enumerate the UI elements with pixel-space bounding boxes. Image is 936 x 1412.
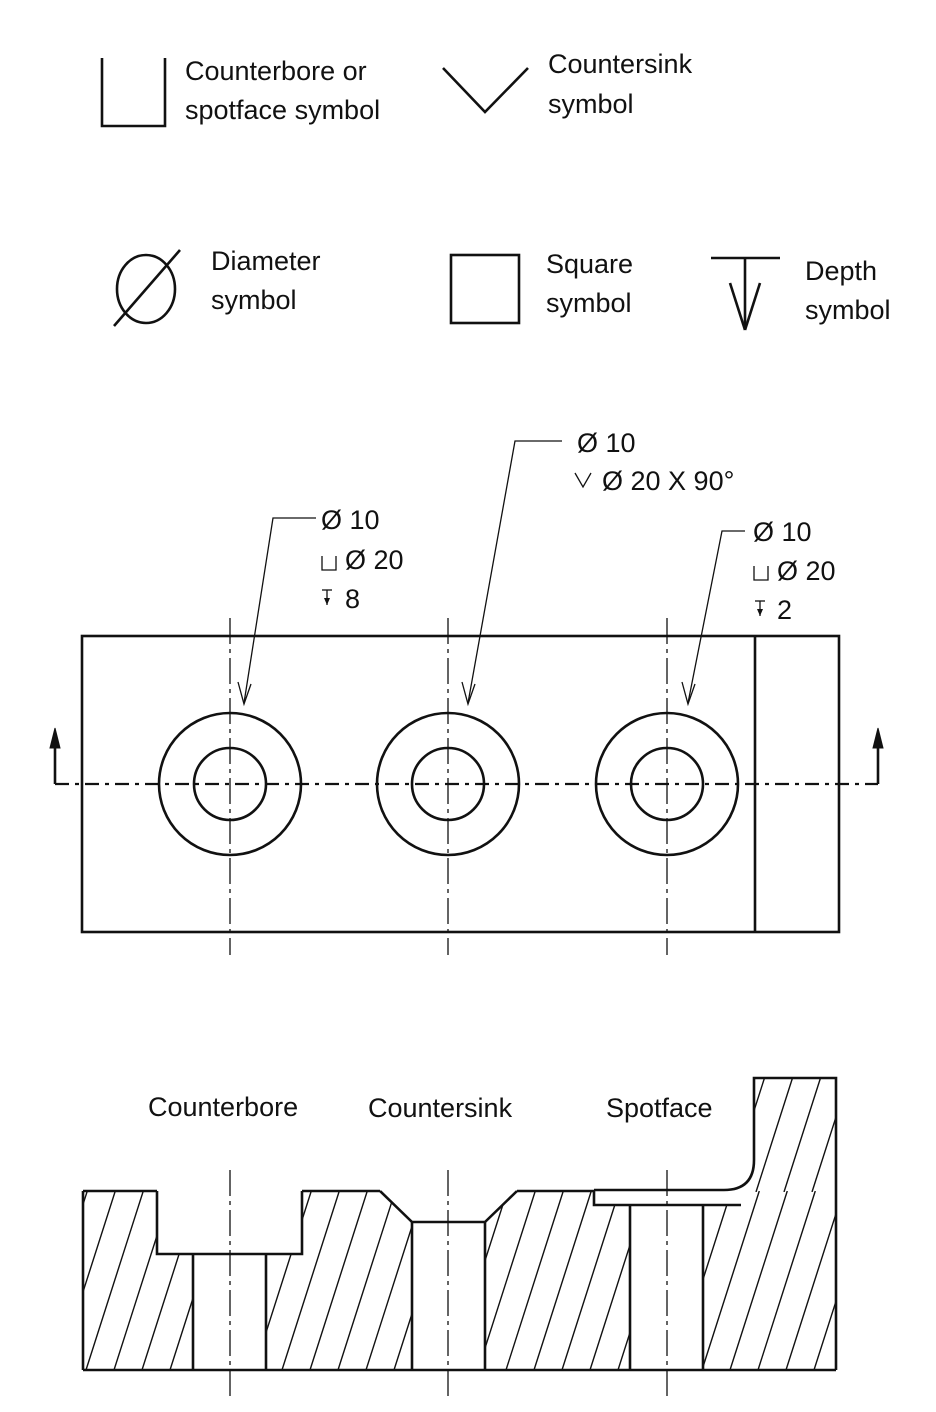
hatch-line [701,1191,760,1370]
hatch-line [755,1078,794,1192]
square-symbol-label-line1: Square [546,249,633,279]
depth-symbol-label-line1: Depth [805,256,877,286]
square-symbol-label-line2: symbol [546,288,632,318]
spotface-section [592,1191,741,1370]
counterbore-symbol-label-line2: spotface symbol [185,95,380,125]
diameter-symbol-label-line1: Diameter [211,246,321,276]
hatch-line [533,1191,592,1370]
callout-countersink-sink-spec: Ø 20 X 90° [602,466,734,496]
callout-spotface-bore-diameter: Ø 20 [777,556,836,586]
section-view: Counterbore Countersink Spotface [81,1076,838,1398]
hole-cavities [157,1190,741,1369]
counterbore-symbol-small-icon [321,556,337,571]
callout-spotface-depth: 2 [777,595,792,625]
callout-spotface: Ø 10 Ø 20 2 [753,517,836,625]
hatch-line [83,1191,88,1207]
callout-countersink-hole-diameter: Ø 10 [577,428,636,458]
countersink-symbol-small-icon [574,472,592,489]
callout-countersink: Ø 10 Ø 20 X 90° [574,428,734,496]
spotface-hole-plan [594,711,740,857]
countersink-symbol-label-line2: symbol [548,89,634,119]
countersink-symbol-label-line1: Countersink [548,49,693,79]
countersink-hole-plan [375,711,521,857]
section-label-countersink: Countersink [368,1093,513,1123]
hatch-line [754,1078,766,1114]
hatch-line [85,1191,144,1370]
depth-symbol-small-icon [755,600,765,616]
countersink-symbol-icon [442,67,529,114]
hatch-line [813,1298,836,1370]
hatch-line [729,1191,788,1370]
spotface-symbol-small-icon [753,566,769,581]
cutting-plane-line [49,727,884,786]
hatch-line [337,1191,396,1370]
hatch-line [811,1114,836,1192]
section-label-counterbore: Counterbore [148,1092,298,1122]
counterbore-symbol-legend: Counterbore or spotface symbol [100,56,380,128]
counterbore-hole-plan [157,711,303,857]
section-outline [81,1076,838,1372]
hatch-line [757,1191,816,1370]
diameter-symbol-legend: Diameter symbol [113,246,321,327]
counterbore-symbol-label-line1: Counterbore or [185,56,367,86]
callout-counterbore-bore-diameter: Ø 20 [345,545,404,575]
plan-view: Ø 10 Ø 20 8 Ø 10 Ø 20 X 90° Ø 10 Ø 20 [49,428,884,955]
diameter-symbol-label-line2: symbol [211,285,297,315]
hatch-line [83,1191,116,1295]
leader-spotface [681,530,745,707]
callout-counterbore-depth: 8 [345,584,360,614]
depth-symbol-label-line2: symbol [805,295,891,325]
countersink-symbol-legend: Countersink symbol [442,49,693,119]
counterbore-symbol-icon [100,58,167,128]
leader-countersink [461,440,562,707]
hatch-line [561,1191,620,1370]
depth-symbol-legend: Depth symbol [711,256,891,331]
boss-hatching [754,1078,836,1192]
depth-symbol-icon [711,256,780,331]
callout-spotface-hole-diameter: Ø 10 [753,517,812,547]
depth-symbol-small-icon [322,589,332,605]
hatch-line [309,1191,368,1370]
hatch-line [505,1191,564,1370]
hatch-line [477,1191,536,1370]
callout-counterbore: Ø 10 Ø 20 8 [321,505,404,614]
square-symbol-legend: Square symbol [449,249,633,325]
diameter-symbol-icon [113,249,181,327]
callout-counterbore-hole-diameter: Ø 10 [321,505,380,535]
hatch-line [783,1078,822,1192]
square-symbol-icon [449,253,521,325]
section-label-spotface: Spotface [606,1093,713,1123]
leader-counterbore [237,517,316,707]
hatch-line [785,1211,836,1370]
hatch-line [281,1191,340,1370]
